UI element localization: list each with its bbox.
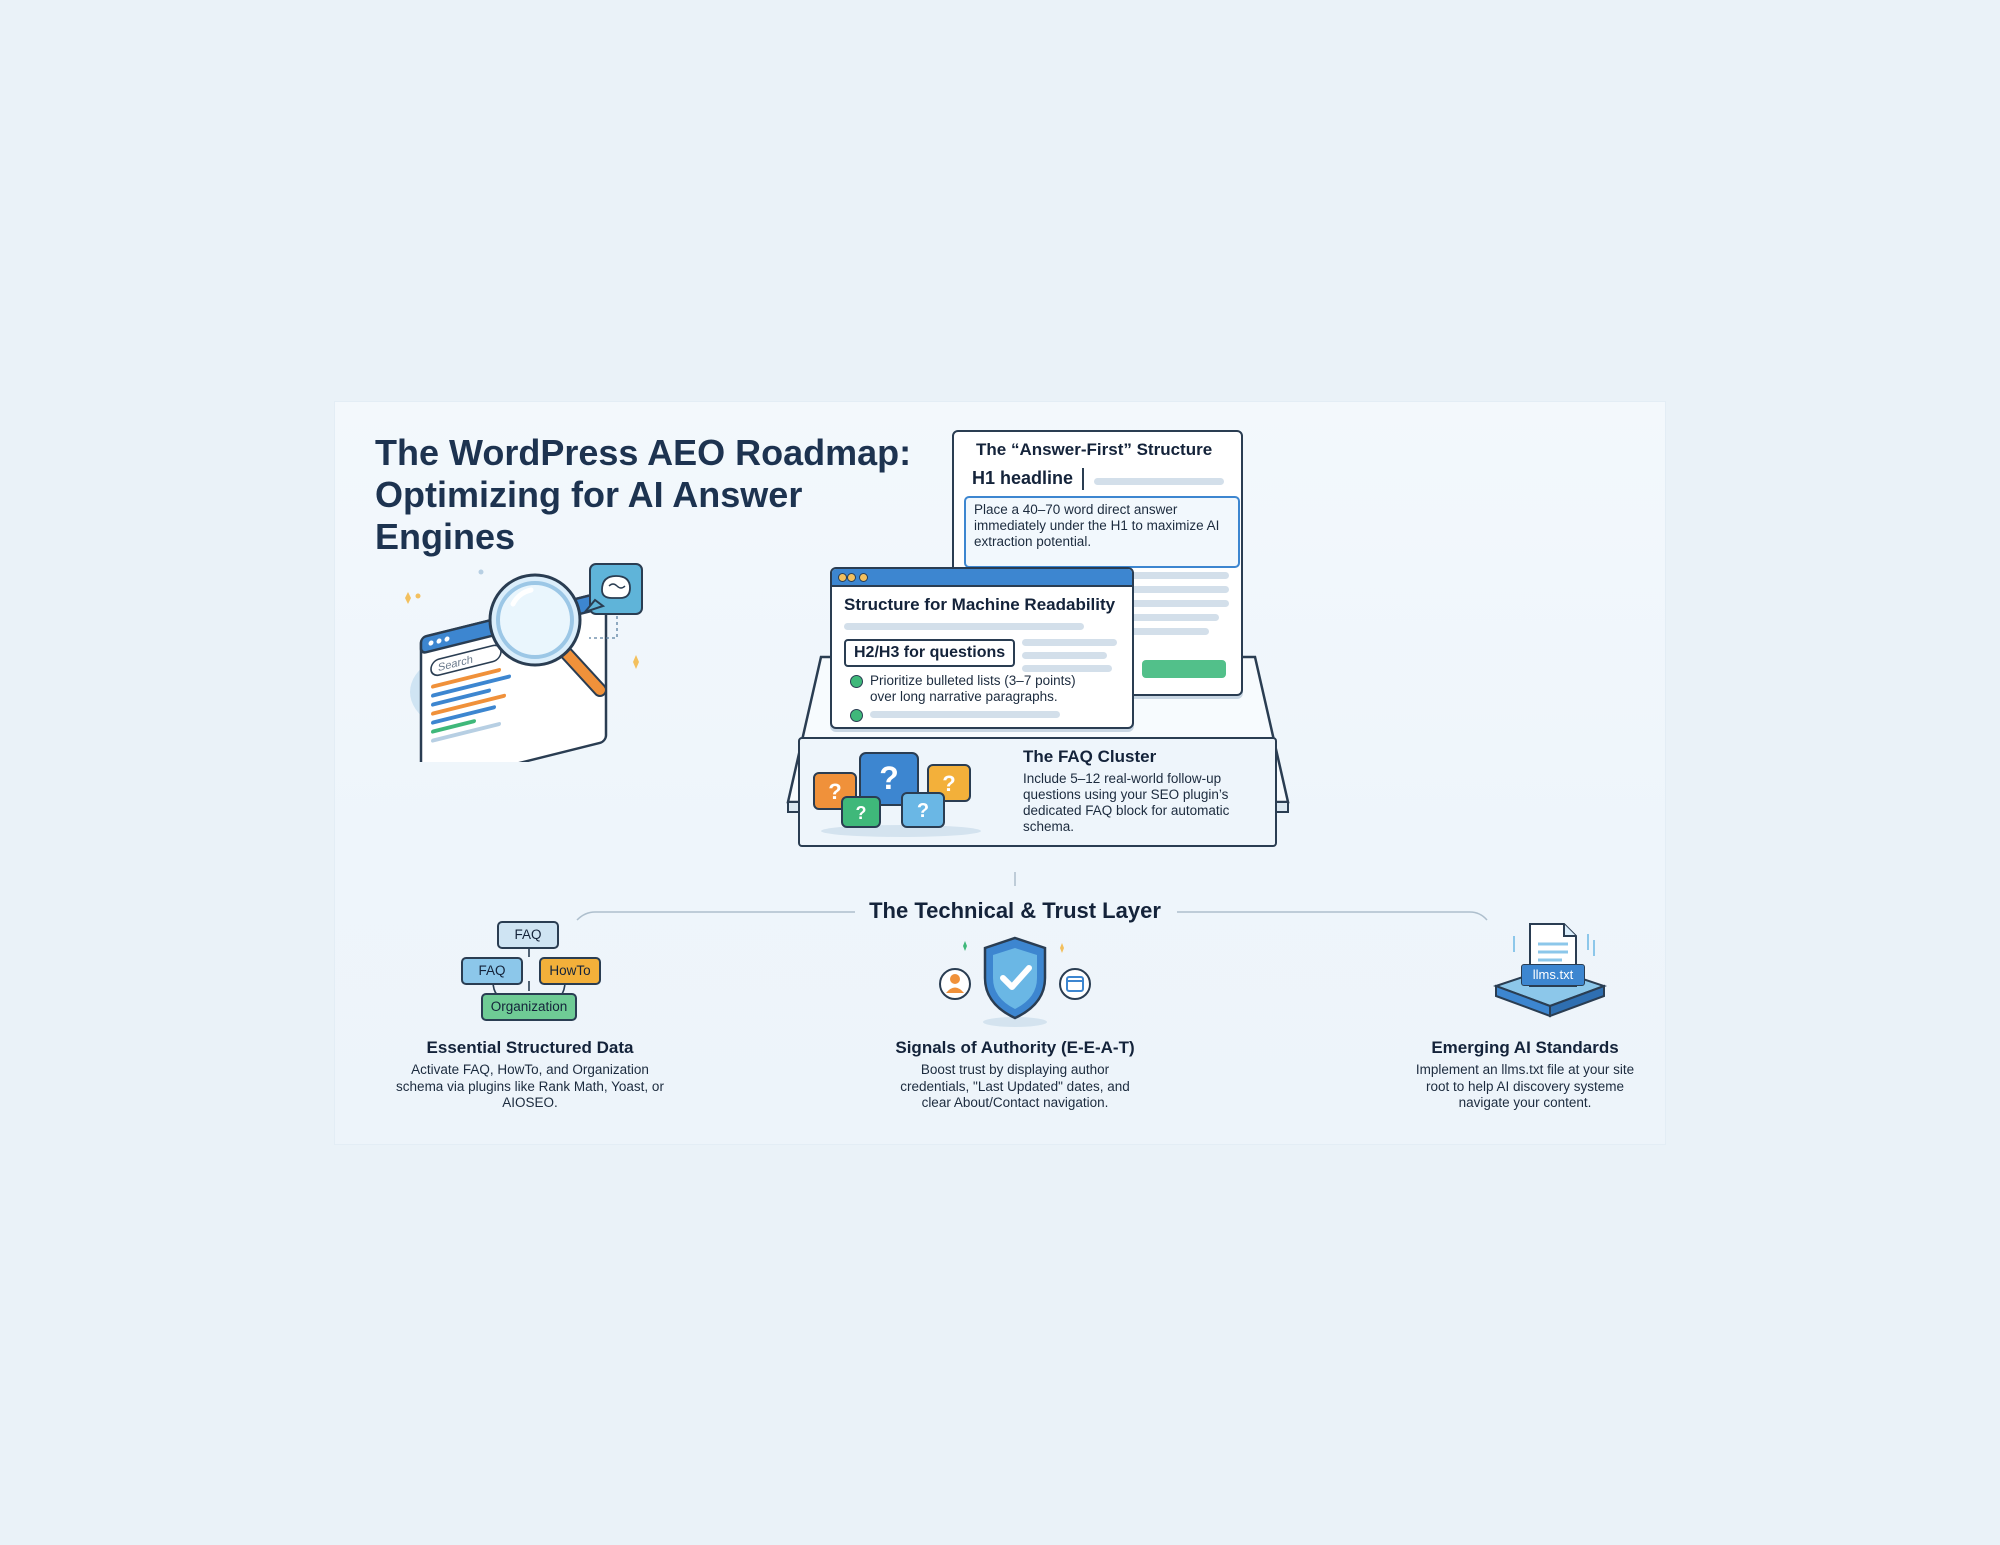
tag-howto: HowTo (539, 957, 601, 985)
check-icon (850, 709, 863, 722)
connector-lines (576, 872, 1488, 921)
svg-text:?: ? (856, 803, 867, 823)
feature-structured-data-description: Activate FAQ, HowTo, and Organization sc… (396, 1062, 664, 1110)
connector-dashed (589, 616, 618, 639)
feature-authority-title: Signals of Authority (E-E-A-T) (895, 1038, 1135, 1057)
shield-check-icon (939, 936, 1091, 1027)
svg-text:?: ? (917, 800, 929, 822)
tag-faq: FAQ (461, 957, 523, 985)
faq-cluster-description: Include 5–12 real-world follow-up questi… (1023, 771, 1230, 834)
machine-readability-title: Structure for Machine Readability (844, 595, 1116, 614)
text-cursor (1082, 468, 1084, 490)
magnifier-icon (488, 573, 607, 697)
sparkle-dot (478, 569, 484, 575)
cta-button-mock (1142, 660, 1226, 678)
svg-text:?: ? (942, 771, 955, 796)
llms-file-icon: llms.txt (1480, 914, 1620, 1034)
answer-first-title: The “Answer-First” Structure (976, 440, 1213, 459)
page-title: The WordPress AEO Roadmap: Optimizing fo… (375, 432, 912, 557)
feature-structured-data-title: Essential Structured Data (426, 1038, 634, 1057)
llms-file-label: llms.txt (1521, 964, 1585, 986)
sparkle-dot (415, 593, 421, 599)
search-magnifier-illustration: Search (405, 563, 643, 762)
svg-text:?: ? (879, 760, 899, 796)
tag-organization: Organization (481, 993, 577, 1021)
feature-ai-standards-title: Emerging AI Standards (1431, 1038, 1619, 1057)
feature-authority-description: Boost trust by displaying author credent… (900, 1062, 1130, 1110)
feature-ai-standards-description: Implement an llms.txt file at your site … (1415, 1062, 1635, 1110)
tag-faq-top: FAQ (497, 921, 559, 949)
answer-first-description: Place a 40–70 word direct answer immedia… (964, 496, 1240, 568)
faq-cluster-title: The FAQ Cluster (1023, 747, 1157, 766)
window-titlebar (832, 569, 1132, 587)
h2-h3-questions-label: H2/H3 for questions (844, 639, 1016, 667)
brain-chat-icon (581, 563, 643, 615)
machine-readability-card: Structure for Machine Readability H2/H3 … (830, 567, 1134, 729)
h1-headline-label: H1 headline (972, 468, 1074, 488)
faq-cluster-card: ? ? ? ? ? The FAQ Cluster Include 5–12 r… (798, 737, 1277, 847)
infographic-panel: The WordPress AEO Roadmap: Optimizing fo… (335, 402, 1665, 1144)
question-bubbles-icon: ? ? ? ? ? (813, 752, 981, 837)
technical-layer-title: The Technical & Trust Layer (869, 898, 1161, 923)
check-icon (850, 675, 863, 688)
svg-text:?: ? (828, 779, 841, 804)
sparkle-star (405, 592, 411, 604)
schema-diagram-icon: FAQ FAQ HowTo Organization (455, 917, 615, 1027)
sparkle-star (633, 655, 639, 669)
bullet-list-text: Prioritize bulleted lists (3–7 points) o… (870, 673, 1076, 704)
